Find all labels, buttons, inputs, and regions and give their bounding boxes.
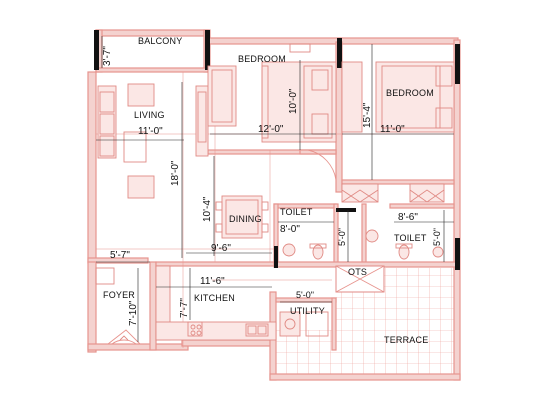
terrace-floor-left bbox=[272, 330, 336, 380]
dining-depth: 10'-4" bbox=[202, 196, 213, 222]
bedroom2-label: BEDROOM bbox=[386, 88, 434, 98]
bedroom1-label: BEDROOM bbox=[238, 54, 286, 64]
ots-label: OTS bbox=[348, 267, 367, 277]
toilet1-depth: 5'-0" bbox=[337, 228, 347, 246]
window-markers bbox=[94, 30, 460, 270]
ots-shaft bbox=[335, 265, 385, 293]
dining-label: DINING bbox=[229, 214, 262, 224]
balcony-depth: 3'-7" bbox=[102, 46, 113, 66]
bedroom1-furniture bbox=[207, 43, 337, 143]
toilet1-label: TOILET bbox=[280, 207, 313, 217]
toilet2-width: 8'-6" bbox=[398, 212, 418, 223]
dimension-lines bbox=[96, 36, 454, 342]
toilet2-depth: 5'-0" bbox=[432, 228, 442, 246]
kitchen-label: KITCHEN bbox=[194, 293, 235, 303]
terrace-label: TERRACE bbox=[384, 335, 428, 345]
living-width: 11'-0" bbox=[138, 126, 163, 137]
toilet2-label: TOILET bbox=[394, 233, 427, 243]
toilet-fixtures bbox=[282, 229, 444, 260]
kitchen-width: 11'-6" bbox=[200, 276, 225, 287]
bed2-depth: 15'-4" bbox=[362, 102, 373, 128]
balcony-label: BALCONY bbox=[138, 36, 182, 46]
utility-label: UTILITY bbox=[290, 306, 325, 316]
dining-width: 9'-6" bbox=[211, 243, 231, 254]
living-length: 18'-0" bbox=[170, 160, 181, 186]
bed2-width: 11'-0" bbox=[380, 124, 405, 135]
kitchen-fixtures bbox=[155, 265, 329, 341]
bed1-depth: 10'-0" bbox=[288, 88, 299, 114]
foyer-label: FOYER bbox=[103, 290, 135, 300]
bedroom2-furniture bbox=[341, 61, 455, 203]
kitchen-depth: 7'-7" bbox=[179, 298, 190, 318]
utility-width: 5'-0" bbox=[296, 290, 314, 300]
entrance-door bbox=[107, 329, 141, 345]
toilet1-width: 8'-0" bbox=[280, 224, 300, 235]
foyer-width: 5'-7" bbox=[110, 250, 130, 261]
living-label: LIVING bbox=[134, 110, 165, 120]
bed1-width: 12'-0" bbox=[258, 124, 284, 135]
dining-furniture bbox=[215, 149, 337, 239]
foyer-depth: 7'-10" bbox=[128, 300, 139, 326]
